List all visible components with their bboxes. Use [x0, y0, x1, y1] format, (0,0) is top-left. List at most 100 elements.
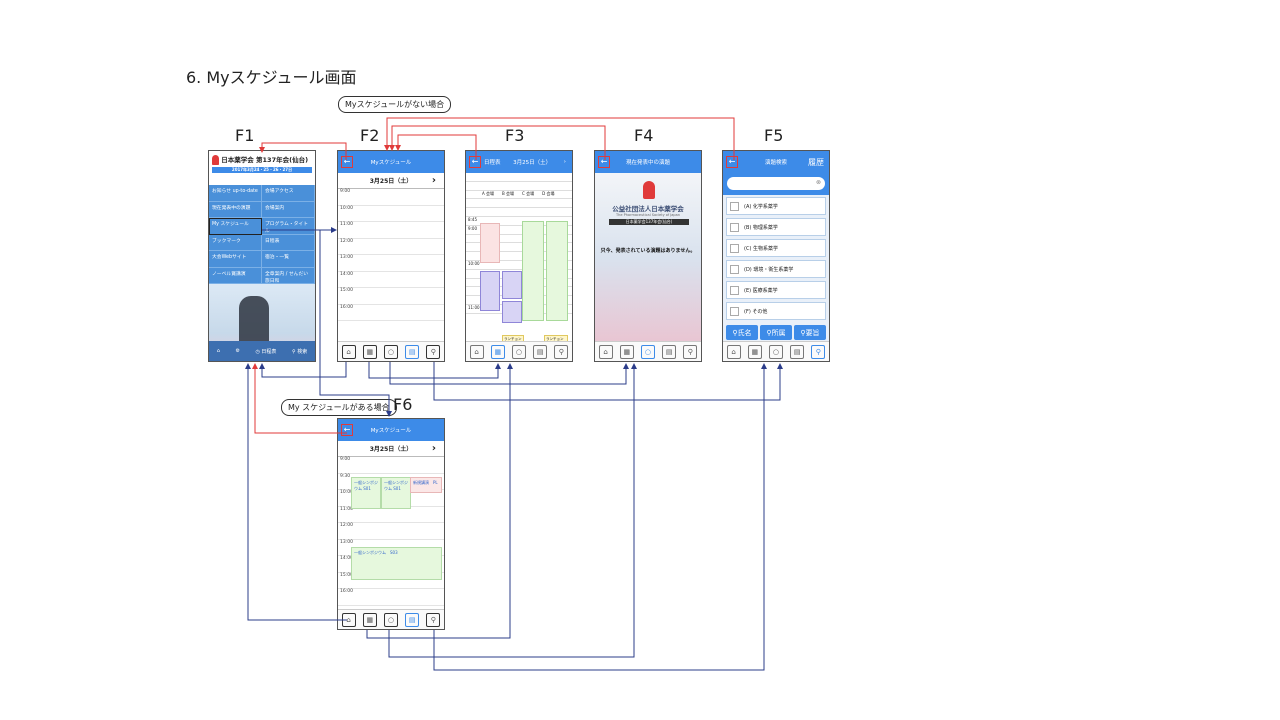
- chevron-right-icon[interactable]: ›: [431, 443, 436, 454]
- speech-bubble-icon[interactable]: ○: [768, 344, 783, 359]
- event-block[interactable]: [546, 221, 568, 321]
- f2-timeline: 9:00 10:00 11:00 12:00 13:00 14:00 15:00…: [338, 189, 444, 321]
- checkbox[interactable]: [730, 285, 739, 295]
- menu-venue[interactable]: 会場案内: [262, 201, 315, 218]
- calendar-icon[interactable]: ▦: [619, 344, 634, 359]
- arrow-f2-search-to-f5: [433, 362, 783, 401]
- f6-date-bar: 3月25日（土） ›: [338, 441, 444, 457]
- grid-row: [466, 173, 572, 182]
- search-icon[interactable]: ⚲: [683, 344, 698, 359]
- settings-icon[interactable]: ⚙: [235, 348, 240, 354]
- speech-bubble-icon[interactable]: ○: [383, 344, 398, 359]
- back-arrow-icon[interactable]: ←: [341, 424, 353, 436]
- grid-row: [466, 182, 572, 191]
- f4-org-english: The Pharmaceutical Society of Japan: [615, 213, 681, 217]
- checkbox[interactable]: [730, 264, 739, 274]
- event-block[interactable]: [480, 223, 500, 263]
- f1-schedule-label: 日程表: [261, 348, 277, 355]
- f2-tab-bar: ⌂ ▦ ○ ▤ ⚲: [338, 341, 444, 361]
- menu-current-talk[interactable]: 現在発表中の演題: [209, 201, 262, 218]
- my-schedule-icon[interactable]: ▤: [790, 344, 805, 359]
- back-arrow-icon[interactable]: ←: [341, 156, 353, 168]
- f4-header: ← 現在発表中の演題: [595, 151, 701, 173]
- checkbox[interactable]: [730, 243, 739, 253]
- my-schedule-icon[interactable]: ▤: [405, 612, 420, 627]
- f1-header: 日本薬学会 第137年会(仙台) 2017年3月24・25・26・27日: [209, 151, 315, 185]
- category-row[interactable]: (B) 物理系薬学: [726, 218, 826, 236]
- back-arrow-icon[interactable]: ←: [598, 156, 610, 168]
- f2-date-bar: 3月25日（土） ›: [338, 173, 444, 189]
- menu-bookmark[interactable]: ブックマーク: [209, 234, 262, 251]
- grid-row: [466, 252, 572, 261]
- my-schedule-icon[interactable]: ▤: [662, 344, 677, 359]
- menu-timetable[interactable]: 日程表: [262, 234, 315, 251]
- calendar-icon[interactable]: ▦: [747, 344, 762, 359]
- screen-f3-timetable: ← 日程表 3月25日（土） › A 会場 B 会場 C 会場 D 会場 8:4…: [465, 150, 573, 362]
- f2-header: ← Myスケジュール: [338, 151, 444, 173]
- calendar-icon[interactable]: ▦: [490, 344, 505, 359]
- checkbox[interactable]: [730, 222, 739, 232]
- menu-lodging[interactable]: 宿泊・一覧: [262, 251, 315, 268]
- home-icon[interactable]: ⌂: [726, 344, 741, 359]
- search-by-affiliation-button[interactable]: ⚲所属: [760, 325, 792, 340]
- label-f2: F2: [360, 126, 380, 145]
- home-icon[interactable]: ⌂: [216, 348, 220, 354]
- schedule-event[interactable]: 一般シンポジウム S01: [351, 477, 381, 509]
- back-arrow-icon[interactable]: ←: [726, 156, 738, 168]
- speech-bubble-icon[interactable]: ○: [640, 344, 655, 359]
- event-block[interactable]: [502, 271, 522, 299]
- clear-icon[interactable]: ⊗: [815, 179, 821, 186]
- f4-title: 現在発表中の演題: [625, 160, 670, 166]
- schedule-event[interactable]: 一般シンポジウム S01: [381, 477, 411, 509]
- event-block[interactable]: [522, 221, 544, 321]
- menu-program[interactable]: プログラム・タイトル: [262, 218, 315, 235]
- category-row[interactable]: (E) 医療系薬学: [726, 281, 826, 299]
- calendar-icon[interactable]: ▦: [362, 344, 377, 359]
- room-a: A 会場: [482, 190, 495, 196]
- time-row: 13:00: [338, 255, 444, 272]
- menu-news[interactable]: お知らせ up-to-date: [209, 185, 262, 202]
- time-row: 12:00: [338, 239, 444, 255]
- search-icon[interactable]: ⚲: [554, 344, 569, 359]
- menu-access[interactable]: 会場アクセス: [262, 185, 315, 202]
- back-arrow-icon[interactable]: ←: [469, 156, 481, 168]
- search-icon[interactable]: ⚲: [811, 344, 826, 359]
- search-icon[interactable]: ⚲: [426, 612, 441, 627]
- home-icon[interactable]: ⌂: [469, 344, 484, 359]
- speech-bubble-icon[interactable]: ○: [383, 612, 398, 627]
- f1-search-button[interactable]: ⚲ 検索: [291, 348, 308, 355]
- menu-guide[interactable]: 全章案内 / せんだい旅日和: [262, 267, 315, 284]
- menu-website[interactable]: 大会Webサイト: [209, 251, 262, 268]
- schedule-event[interactable]: 一般シンポジウム S03: [351, 547, 442, 580]
- search-by-name-button[interactable]: ⚲氏名: [726, 325, 758, 340]
- search-icon[interactable]: ⚲: [426, 344, 441, 359]
- search-input[interactable]: ⊗: [727, 177, 825, 190]
- f1-schedule-button[interactable]: ◷ 日程表: [255, 348, 277, 355]
- screen-f2-my-schedule-empty: ← Myスケジュール 3月25日（土） › 9:00 10:00 11:00 1…: [337, 150, 445, 362]
- menu-my-schedule[interactable]: My スケジュール: [209, 218, 262, 235]
- time-row: 15:00: [338, 288, 444, 305]
- checkbox[interactable]: [730, 201, 739, 211]
- category-row[interactable]: (A) 化学系薬学: [726, 197, 826, 215]
- search-by-abstract-button[interactable]: ⚲要旨: [794, 325, 826, 340]
- checkbox[interactable]: [730, 306, 739, 316]
- home-icon[interactable]: ⌂: [341, 344, 356, 359]
- my-schedule-icon[interactable]: ▤: [533, 344, 548, 359]
- menu-nobel[interactable]: ノーベル賞講演: [209, 267, 262, 284]
- category-row[interactable]: (C) 生物系薬学: [726, 239, 826, 257]
- event-block[interactable]: [480, 271, 500, 311]
- event-block[interactable]: [502, 301, 522, 323]
- schedule-event[interactable]: 新規講演 PL: [410, 477, 442, 493]
- my-schedule-icon[interactable]: ▤: [405, 344, 420, 359]
- f5-history-button[interactable]: 履歴: [808, 157, 824, 167]
- home-icon[interactable]: ⌂: [598, 344, 613, 359]
- category-row[interactable]: (D) 環境・衛生系薬学: [726, 260, 826, 278]
- calendar-icon[interactable]: ▦: [362, 612, 377, 627]
- chevron-right-icon[interactable]: ›: [563, 159, 566, 165]
- home-icon[interactable]: ⌂: [341, 612, 356, 627]
- callout-no-schedule: Myスケジュールがない場合: [338, 96, 452, 113]
- chevron-right-icon[interactable]: ›: [431, 175, 436, 186]
- speech-bubble-icon[interactable]: ○: [511, 344, 526, 359]
- arrow-f6-search-to-f5: [433, 363, 767, 671]
- category-row[interactable]: (F) その他: [726, 302, 826, 320]
